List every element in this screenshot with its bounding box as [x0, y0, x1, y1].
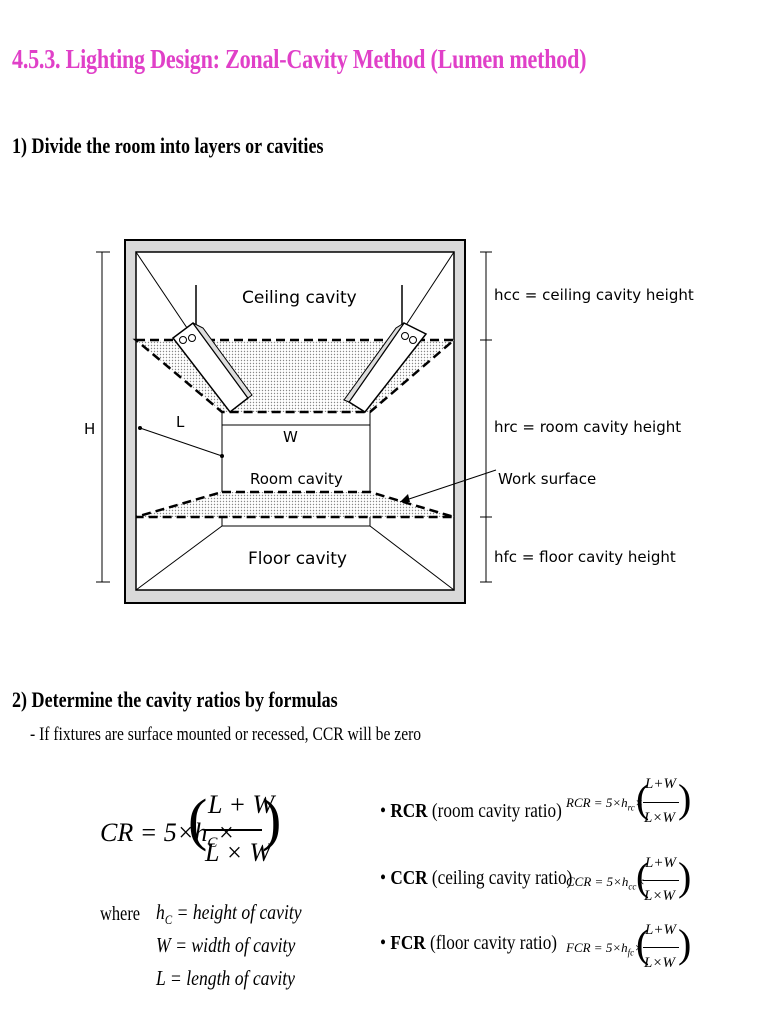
where-line-2: W = width of cavity [156, 933, 296, 957]
where-line-3: L = length of cavity [156, 966, 295, 990]
ccr-right-paren: ) [678, 854, 692, 899]
right-paren: ) [262, 787, 282, 852]
fcr-formula: FCR = 5×hfc× [566, 940, 643, 958]
step-2-note: - If fixtures are surface mounted or rec… [30, 724, 422, 745]
left-paren: ( [188, 787, 208, 852]
rcr-formula: RCR = 5×hrc× [566, 795, 644, 813]
hrc-symbol: hrc [494, 418, 518, 436]
hfc-symbol: hfc [494, 548, 518, 566]
fcr-left-paren: ( [636, 921, 650, 966]
cr-numerator: L + W [208, 790, 275, 819]
hfc-definition: hfc = floor cavity height [494, 548, 676, 566]
fraction-bar [204, 829, 262, 831]
fcr-num: L+W [645, 922, 676, 938]
fcr-bar [643, 947, 679, 948]
rcr-bar [643, 802, 679, 803]
step-2-heading: 2) Determine the cavity ratios by formul… [12, 687, 338, 712]
hcc-symbol: hcc [494, 286, 521, 304]
ccr-bar [643, 880, 679, 881]
ccr-den: L×W [644, 888, 675, 904]
cr-formula-lhs: CR = 5×hC× [100, 818, 235, 852]
rcr-right-paren: ) [678, 776, 692, 821]
room-cavity-label: Room cavity [250, 470, 343, 488]
rcr-den: L×W [644, 810, 675, 826]
h-label: H [84, 420, 96, 438]
where-line-1: hC = height of cavity [156, 900, 302, 928]
step-1-heading: 1) Divide the room into layers or caviti… [12, 133, 324, 158]
ccr-bullet: • CCR (ceiling cavity ratio) [380, 867, 573, 889]
rcr-bullet: • RCR (room cavity ratio) [380, 800, 562, 822]
fcr-right-paren: ) [678, 921, 692, 966]
page-title: 4.5.3. Lighting Design: Zonal-Cavity Met… [12, 44, 587, 74]
l-label: L [176, 413, 185, 431]
w-label: W [283, 428, 298, 446]
ccr-num: L+W [645, 855, 676, 871]
floor-cavity-label: Floor cavity [248, 549, 347, 569]
work-surface-plane [135, 490, 455, 519]
rcr-left-paren: ( [636, 776, 650, 821]
where-label: where [100, 903, 141, 925]
fcr-den: L×W [644, 955, 675, 971]
luminaire-right [343, 322, 428, 413]
fcr-bullet: • FCR (floor cavity ratio) [380, 932, 558, 954]
ceiling-cavity-label: Ceiling cavity [242, 288, 357, 308]
hcc-definition: hcc = ceiling cavity height [494, 286, 694, 304]
rcr-num: L+W [645, 776, 676, 792]
hrc-definition: hrc = room cavity height [494, 418, 682, 436]
cr-denominator: L × W [205, 838, 272, 867]
ccr-formula: CCR = 5×hcc× [566, 874, 646, 892]
work-surface-label: Work surface [498, 470, 597, 488]
luminaire-left [171, 321, 253, 414]
room-cavity-diagram [96, 239, 497, 604]
ccr-left-paren: ( [636, 854, 650, 899]
